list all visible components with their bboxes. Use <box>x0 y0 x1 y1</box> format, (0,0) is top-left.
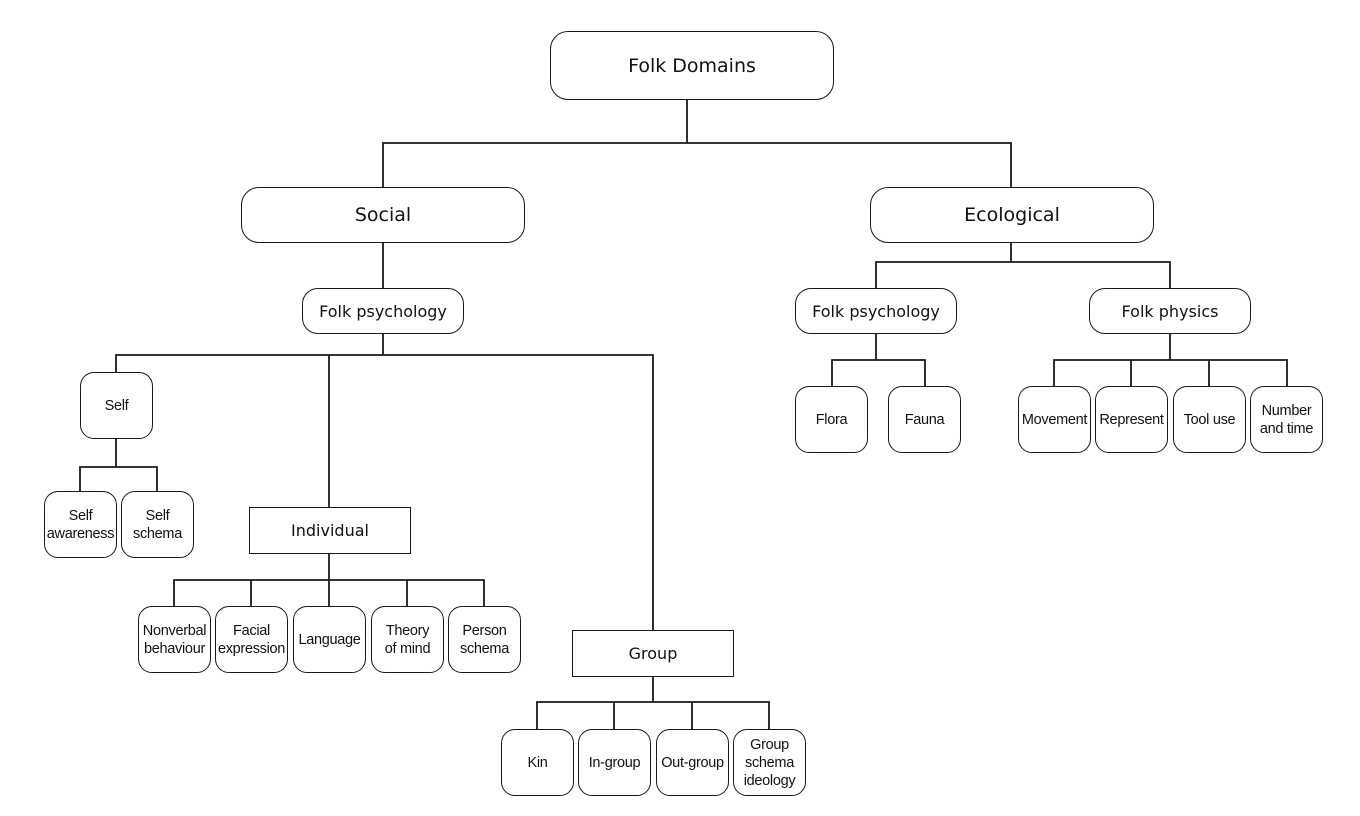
node-label: Folk psychology <box>319 301 447 321</box>
node-number-and-time: Number and time <box>1250 386 1323 453</box>
node-individual: Individual <box>249 507 411 554</box>
node-label: Ecological <box>964 204 1060 226</box>
node-language: Language <box>293 606 366 673</box>
node-social-folk-psychology: Folk psychology <box>302 288 464 334</box>
node-label: Language <box>298 631 361 648</box>
node-label: Folk physics <box>1121 301 1219 321</box>
node-label: Flora <box>815 411 848 428</box>
node-ecological: Ecological <box>870 187 1154 243</box>
connector-social-fp-branches <box>115 354 654 630</box>
node-folk-domains: Folk Domains <box>550 31 834 100</box>
connector-physics-branches <box>1053 359 1288 386</box>
node-self-schema: Self schema <box>121 491 194 558</box>
node-tool-use: Tool use <box>1173 386 1246 453</box>
node-self-awareness: Self awareness <box>44 491 117 558</box>
node-label: Person schema <box>460 622 509 657</box>
connector-group-branches <box>536 701 770 729</box>
node-label: In-group <box>588 754 641 771</box>
node-label: Fauna <box>904 411 945 428</box>
node-label: Number and time <box>1259 402 1314 437</box>
node-label: Movement <box>1021 411 1088 428</box>
node-facial-expression: Facial expression <box>215 606 288 673</box>
node-label: Theory of mind <box>384 622 431 657</box>
node-social: Social <box>241 187 525 243</box>
node-group-schema-ideology: Group schema ideology <box>733 729 806 796</box>
node-group: Group <box>572 630 734 677</box>
node-out-group: Out-group <box>656 729 729 796</box>
node-movement: Movement <box>1018 386 1091 453</box>
node-label: Individual <box>291 521 369 540</box>
node-label: Folk Domains <box>628 54 756 77</box>
node-label: Self <box>104 397 129 414</box>
node-theory-of-mind: Theory of mind <box>371 606 444 673</box>
node-represent: Represent <box>1095 386 1168 453</box>
connector-ecological-branches <box>875 261 1171 288</box>
node-label: Out-group <box>661 754 724 771</box>
node-label: Social <box>354 204 412 226</box>
node-nonverbal-behaviour: Nonverbal behaviour <box>138 606 211 673</box>
node-self: Self <box>80 372 153 439</box>
node-label: Self schema <box>133 507 182 542</box>
node-label: Facial expression <box>217 622 286 657</box>
node-label: Tool use <box>1183 411 1236 428</box>
connector-self-branches <box>79 466 158 491</box>
node-label: Represent <box>1099 411 1164 428</box>
node-fauna: Fauna <box>888 386 961 453</box>
node-flora: Flora <box>795 386 868 453</box>
node-label: Group schema ideology <box>743 736 796 789</box>
node-in-group: In-group <box>578 729 651 796</box>
node-folk-physics: Folk physics <box>1089 288 1251 334</box>
connector-root-branches <box>382 142 1012 187</box>
node-label: Folk psychology <box>812 301 940 321</box>
connector-eco-fp-branches <box>831 359 926 386</box>
node-kin: Kin <box>501 729 574 796</box>
node-label: Self awareness <box>46 507 115 542</box>
node-label: Kin <box>527 754 548 771</box>
node-label: Group <box>628 644 678 663</box>
node-label: Nonverbal behaviour <box>142 622 207 657</box>
node-person-schema: Person schema <box>448 606 521 673</box>
node-eco-folk-psychology: Folk psychology <box>795 288 957 334</box>
